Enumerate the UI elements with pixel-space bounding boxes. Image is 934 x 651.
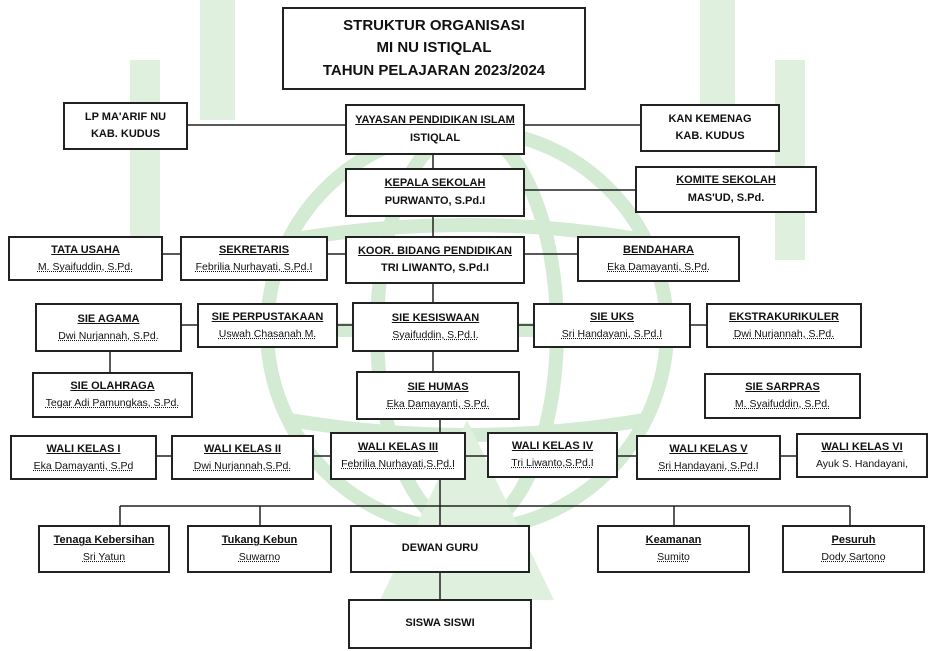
tenaga-kebersihan-box: Tenaga Kebersihan Sri Yatun xyxy=(38,525,170,573)
sie-sarpras-box: SIE SARPRAS M. Syaifuddin, S.Pd. xyxy=(704,373,861,419)
sie-sarpras-role: SIE SARPRAS xyxy=(745,381,820,394)
wali-kelas-5-box: WALI KELAS V Sri Handayani, S.Pd.I xyxy=(636,435,781,480)
sie-agama-name: Dwi Nurjannah, S.Pd. xyxy=(58,329,159,342)
tata-usaha-name: M. Syaifuddin, S.Pd. xyxy=(37,260,134,273)
bendahara-role: BENDAHARA xyxy=(623,244,694,257)
ekstra-role: EKSTRAKURIKULER xyxy=(729,310,839,323)
ekstrakurikuler-box: EKSTRAKURIKULER Dwi Nurjannah, S.Pd. xyxy=(706,303,862,348)
sie-olahraga-role: SIE OLAHRAGA xyxy=(70,380,155,393)
wali-kelas-4-box: WALI KELAS IV Tri Liwanto,S.Pd.I xyxy=(487,432,618,478)
keamanan-role: Keamanan xyxy=(645,534,702,547)
pesuruh-name: Dody Sartono xyxy=(821,551,886,564)
sie-uks-box: SIE UKS Sri Handayani, S.Pd.I xyxy=(533,303,691,348)
lp-maarif-box: LP MA'ARIF NU KAB. KUDUS xyxy=(63,102,188,150)
kebun-name: Suwarno xyxy=(238,551,281,564)
sie-olahraga-box: SIE OLAHRAGA Tegar Adi Pamungkas, S.Pd. xyxy=(32,372,193,418)
sie-kesiswaan-box: SIE KESISWAAN Syaifuddin, S.Pd.I. xyxy=(352,302,519,352)
sie-uks-role: SIE UKS xyxy=(589,310,634,323)
wali-kelas-1-box: WALI KELAS I Eka Damayanti, S.Pd xyxy=(10,435,157,480)
ekstra-name: Dwi Nurjannah, S.Pd. xyxy=(733,327,835,340)
kepala-sekolah-box: KEPALA SEKOLAH PURWANTO, S.Pd.I xyxy=(345,168,525,217)
wali-kelas-6-box: WALI KELAS VI Ayuk S. Handayani, xyxy=(796,433,928,478)
wali1-role: WALI KELAS I xyxy=(46,442,121,455)
yayasan-box: YAYASAN PENDIDIKAN ISLAM ISTIQLAL xyxy=(345,104,525,155)
chart-title-box: STRUKTUR ORGANISASI MI NU ISTIQLAL TAHUN… xyxy=(282,7,586,90)
pesuruh-role: Pesuruh xyxy=(831,534,876,547)
yayasan-line-1: YAYASAN PENDIDIKAN ISLAM xyxy=(355,114,515,127)
sie-humas-name: Eka Damayanti, S.Pd. xyxy=(386,397,490,410)
siswa-siswi-box: SISWA SISWI xyxy=(348,599,532,649)
title-line-3: TAHUN PELAJARAN 2023/2024 xyxy=(322,61,546,79)
dewan-guru-box: DEWAN GURU xyxy=(350,525,530,573)
wali5-role: WALI KELAS V xyxy=(669,442,748,455)
lp-maarif-line-1: LP MA'ARIF NU xyxy=(84,110,167,123)
kebun-role: Tukang Kebun xyxy=(221,534,298,547)
sekretaris-box: SEKRETARIS Febrilia Nurhayati, S.Pd.I xyxy=(180,236,328,281)
wali5-name: Sri Handayani, S.Pd.I xyxy=(658,459,759,472)
sie-humas-box: SIE HUMAS Eka Damayanti, S.Pd. xyxy=(356,371,520,420)
lp-maarif-line-2: KAB. KUDUS xyxy=(90,128,161,140)
komite-name: MAS'UD, S.Pd. xyxy=(687,191,765,204)
wali1-name: Eka Damayanti, S.Pd xyxy=(33,459,134,472)
komite-role: KOMITE SEKOLAH xyxy=(676,174,776,187)
wali-kelas-3-box: WALI KELAS III Febrilia Nurhayati,S.Pd.I xyxy=(330,432,466,480)
tata-usaha-box: TATA USAHA M. Syaifuddin, S.Pd. xyxy=(8,236,163,281)
kepala-name: PURWANTO, S.Pd.I xyxy=(384,194,486,207)
kepala-role: KEPALA SEKOLAH xyxy=(384,177,486,190)
tukang-kebun-box: Tukang Kebun Suwarno xyxy=(187,525,332,573)
title-line-2: MI NU ISTIQLAL xyxy=(376,39,492,57)
title-line-1: STRUKTUR ORGANISASI xyxy=(343,16,525,34)
keamanan-name: Sumito xyxy=(657,551,690,564)
komite-sekolah-box: KOMITE SEKOLAH MAS'UD, S.Pd. xyxy=(635,166,817,213)
sie-olahraga-name: Tegar Adi Pamungkas, S.Pd. xyxy=(45,397,180,410)
wali4-name: Tri Liwanto,S.Pd.I xyxy=(511,457,594,470)
koor-name: TRI LIWANTO, S.Pd.I xyxy=(381,262,489,274)
sie-perpus-role: SIE PERPUSTAKAAN xyxy=(211,310,324,323)
siswa-label: SISWA SISWI xyxy=(405,617,475,630)
wali6-role: WALI KELAS VI xyxy=(821,440,903,453)
wali3-role: WALI KELAS III xyxy=(357,441,439,454)
wali2-name: Dwi Nurjannah,S.Pd. xyxy=(193,459,292,472)
wali2-role: WALI KELAS II xyxy=(204,442,281,455)
koor-role: KOOR. BIDANG PENDIDIKAN xyxy=(357,244,512,257)
kemenag-line-2: KAB. KUDUS xyxy=(675,130,745,142)
sie-perpustakaan-box: SIE PERPUSTAKAAN Uswah Chasanah M. xyxy=(197,303,338,348)
tata-usaha-role: TATA USAHA xyxy=(51,243,120,256)
sie-sarpras-name: M. Syaifuddin, S.Pd. xyxy=(734,398,831,411)
sie-kesiswaan-role: SIE KESISWAAN xyxy=(391,312,480,325)
kebersihan-role: Tenaga Kebersihan xyxy=(53,534,155,547)
yayasan-line-2: ISTIQLAL xyxy=(409,131,461,144)
wali6-name: Ayuk S. Handayani, xyxy=(815,457,909,470)
pesuruh-box: Pesuruh Dody Sartono xyxy=(782,525,925,573)
wali3-name: Febrilia Nurhayati,S.Pd.I xyxy=(341,458,455,471)
keamanan-box: Keamanan Sumito xyxy=(597,525,750,573)
sekretaris-name: Febrilia Nurhayati, S.Pd.I xyxy=(195,260,313,273)
bendahara-box: BENDAHARA Eka Damayanti, S.Pd. xyxy=(577,236,740,282)
sie-agama-role: SIE AGAMA xyxy=(77,312,140,325)
sie-perpus-name: Uswah Chasanah M. xyxy=(218,327,317,340)
kemenag-box: KAN KEMENAG KAB. KUDUS xyxy=(640,104,780,152)
kebersihan-name: Sri Yatun xyxy=(82,551,126,564)
kemenag-line-1: KAN KEMENAG xyxy=(668,112,752,125)
sekretaris-role: SEKRETARIS xyxy=(218,243,290,256)
bendahara-name: Eka Damayanti, S.Pd. xyxy=(607,261,710,274)
sie-agama-box: SIE AGAMA Dwi Nurjannah, S.Pd. xyxy=(35,303,182,352)
wali-kelas-2-box: WALI KELAS II Dwi Nurjannah,S.Pd. xyxy=(171,435,314,480)
sie-uks-name: Sri Handayani, S.Pd.I xyxy=(561,327,663,340)
koor-bidang-box: KOOR. BIDANG PENDIDIKAN TRI LIWANTO, S.P… xyxy=(345,236,525,284)
wali4-role: WALI KELAS IV xyxy=(511,440,594,453)
dewan-guru-label: DEWAN GURU xyxy=(401,542,479,555)
sie-humas-role: SIE HUMAS xyxy=(407,380,469,393)
sie-kesiswaan-name: Syaifuddin, S.Pd.I. xyxy=(392,329,479,342)
